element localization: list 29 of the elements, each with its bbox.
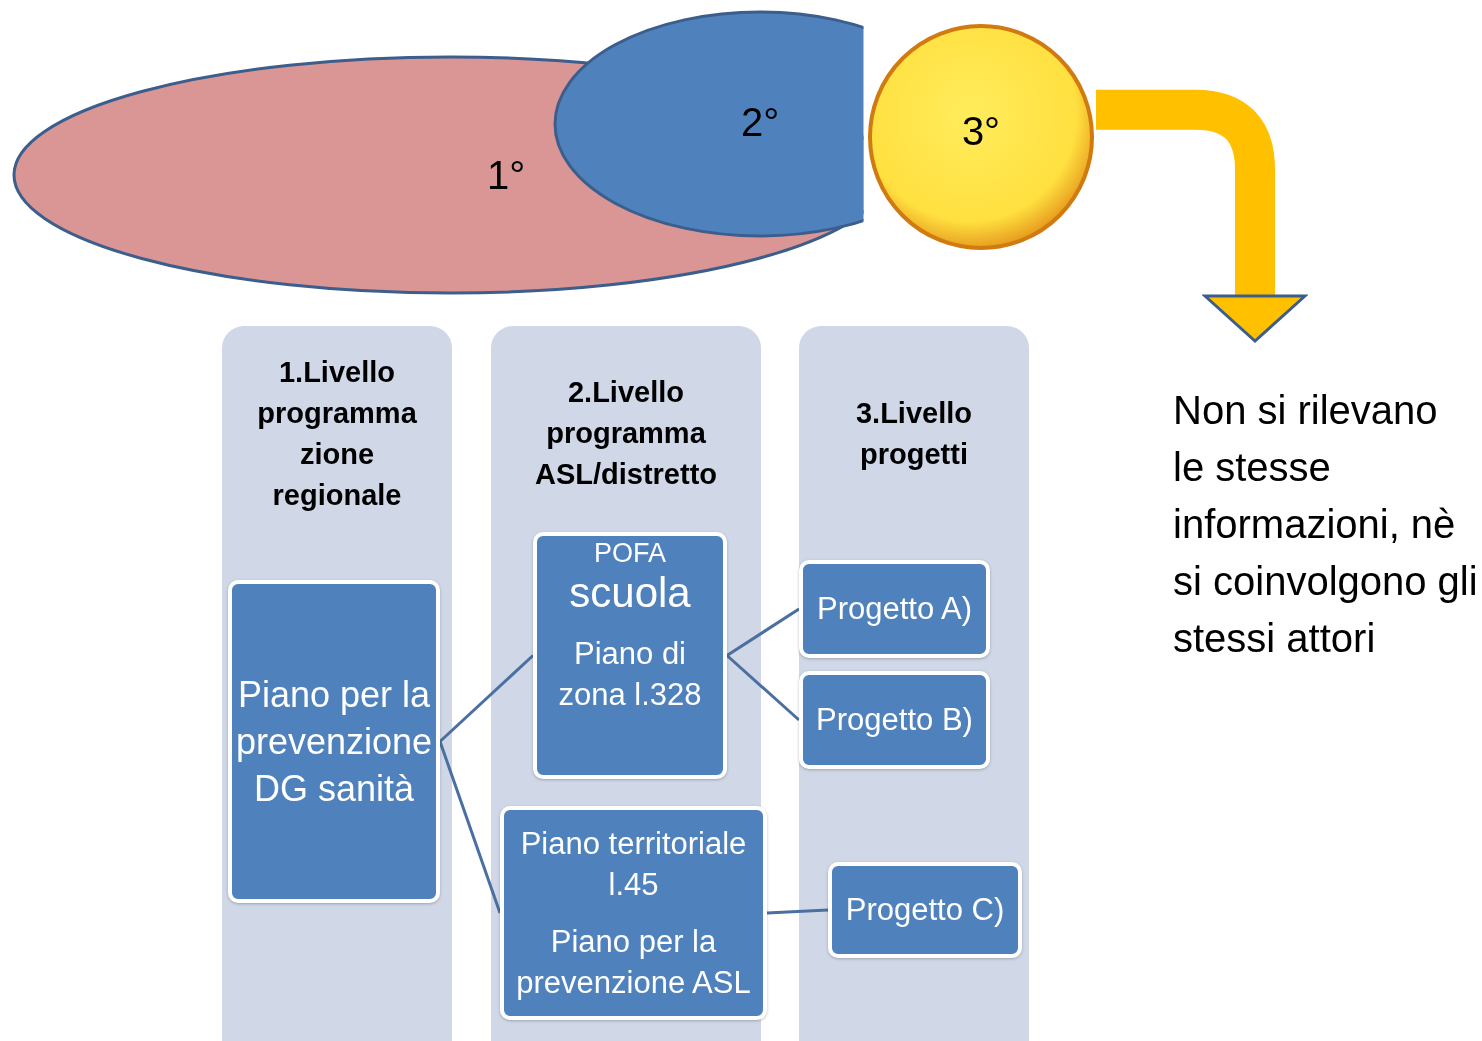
connector-line [438, 741, 502, 914]
process-box [828, 862, 1022, 958]
process-box [533, 532, 727, 779]
process-box [500, 806, 767, 1020]
process-box [228, 580, 440, 903]
box-text: scuola [569, 569, 691, 617]
connector-line [766, 908, 829, 915]
box-text: Piano di zona l.328 [557, 635, 703, 714]
column-heading: 1.Livello programma zione regionale [256, 355, 418, 513]
column-heading: 2.Livello programma ASL/distretto [533, 375, 719, 492]
box-text: POFA [594, 538, 666, 569]
column-heading: 3.Livello progetti [854, 396, 973, 472]
box-text: Piano per la prevenzione ASL [515, 923, 752, 1002]
level-label: 2° [741, 100, 780, 145]
process-box [799, 560, 990, 658]
box-text: Progetto A) [816, 590, 973, 628]
process-box [799, 671, 990, 769]
box-text: Progetto B) [816, 701, 973, 739]
level-label: 1° [487, 153, 526, 198]
column-panel [222, 326, 452, 1041]
box-text: Piano territoriale l.45 [519, 825, 748, 904]
box-text: Progetto C) [845, 891, 1005, 929]
connector-line [726, 607, 800, 657]
connector-line [726, 654, 800, 722]
connector-line [439, 654, 534, 743]
column-panel [799, 326, 1029, 1041]
note-text: Non si rilevano le stesse informazioni, nè si coinvolgono gli stessi attori [1173, 387, 1478, 662]
level-label: 3° [960, 109, 1002, 154]
box-text: Piano per la prevenzione DG sanità [234, 673, 434, 811]
